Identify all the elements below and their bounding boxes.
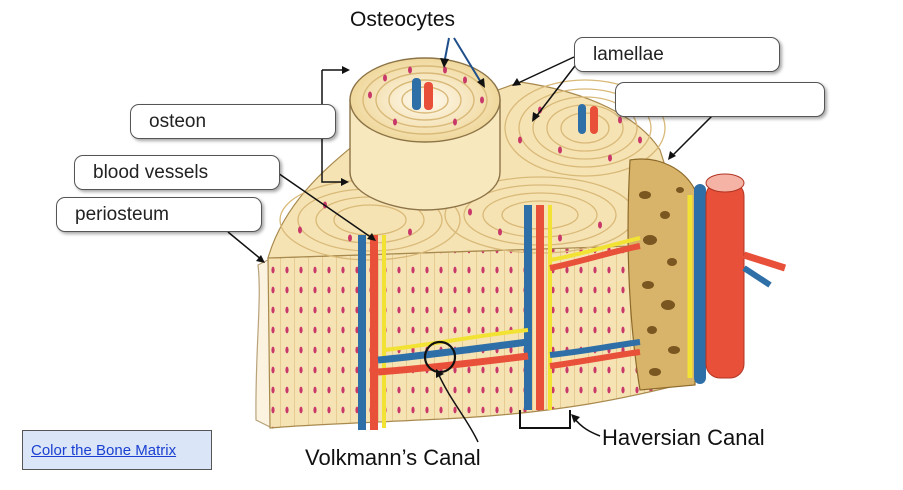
osteon-canal-vein — [412, 78, 421, 110]
leader-lines — [227, 37, 719, 443]
right-artery — [705, 181, 745, 379]
haversian-canal-bracket — [519, 410, 571, 429]
arrow-heads — [256, 58, 676, 423]
top-canal-artery — [590, 106, 598, 134]
right-branch-vessels — [742, 251, 787, 272]
osteon-canal-artery — [424, 82, 433, 110]
right-branch-vessels-2 — [742, 265, 772, 288]
spongy-bone — [627, 158, 696, 391]
spongy-pores — [639, 187, 684, 376]
osteocytes-label: Osteocytes — [350, 8, 456, 31]
osteon-lamellae-rings — [362, 65, 488, 135]
color-bone-matrix-link[interactable]: Color the Bone Matrix — [22, 430, 212, 470]
volkmanns-canal-label: Volkmann’s Canal — [305, 445, 481, 470]
osteon-label: osteon — [130, 104, 336, 139]
blank-label-box[interactable] — [615, 82, 825, 117]
top-canal-vein — [578, 104, 586, 134]
haversian-vessels-middle — [524, 205, 552, 410]
haversian-vessels-left — [358, 235, 386, 430]
blood-vessels-label: blood vessels — [74, 155, 280, 190]
osteon-osteocytes — [368, 66, 484, 126]
lamellae-label: lamellae — [574, 37, 780, 72]
haversian-canal-label: Haversian Canal — [602, 425, 765, 450]
periosteum-label: periosteum — [56, 197, 262, 232]
right-artery-opening — [705, 173, 745, 193]
